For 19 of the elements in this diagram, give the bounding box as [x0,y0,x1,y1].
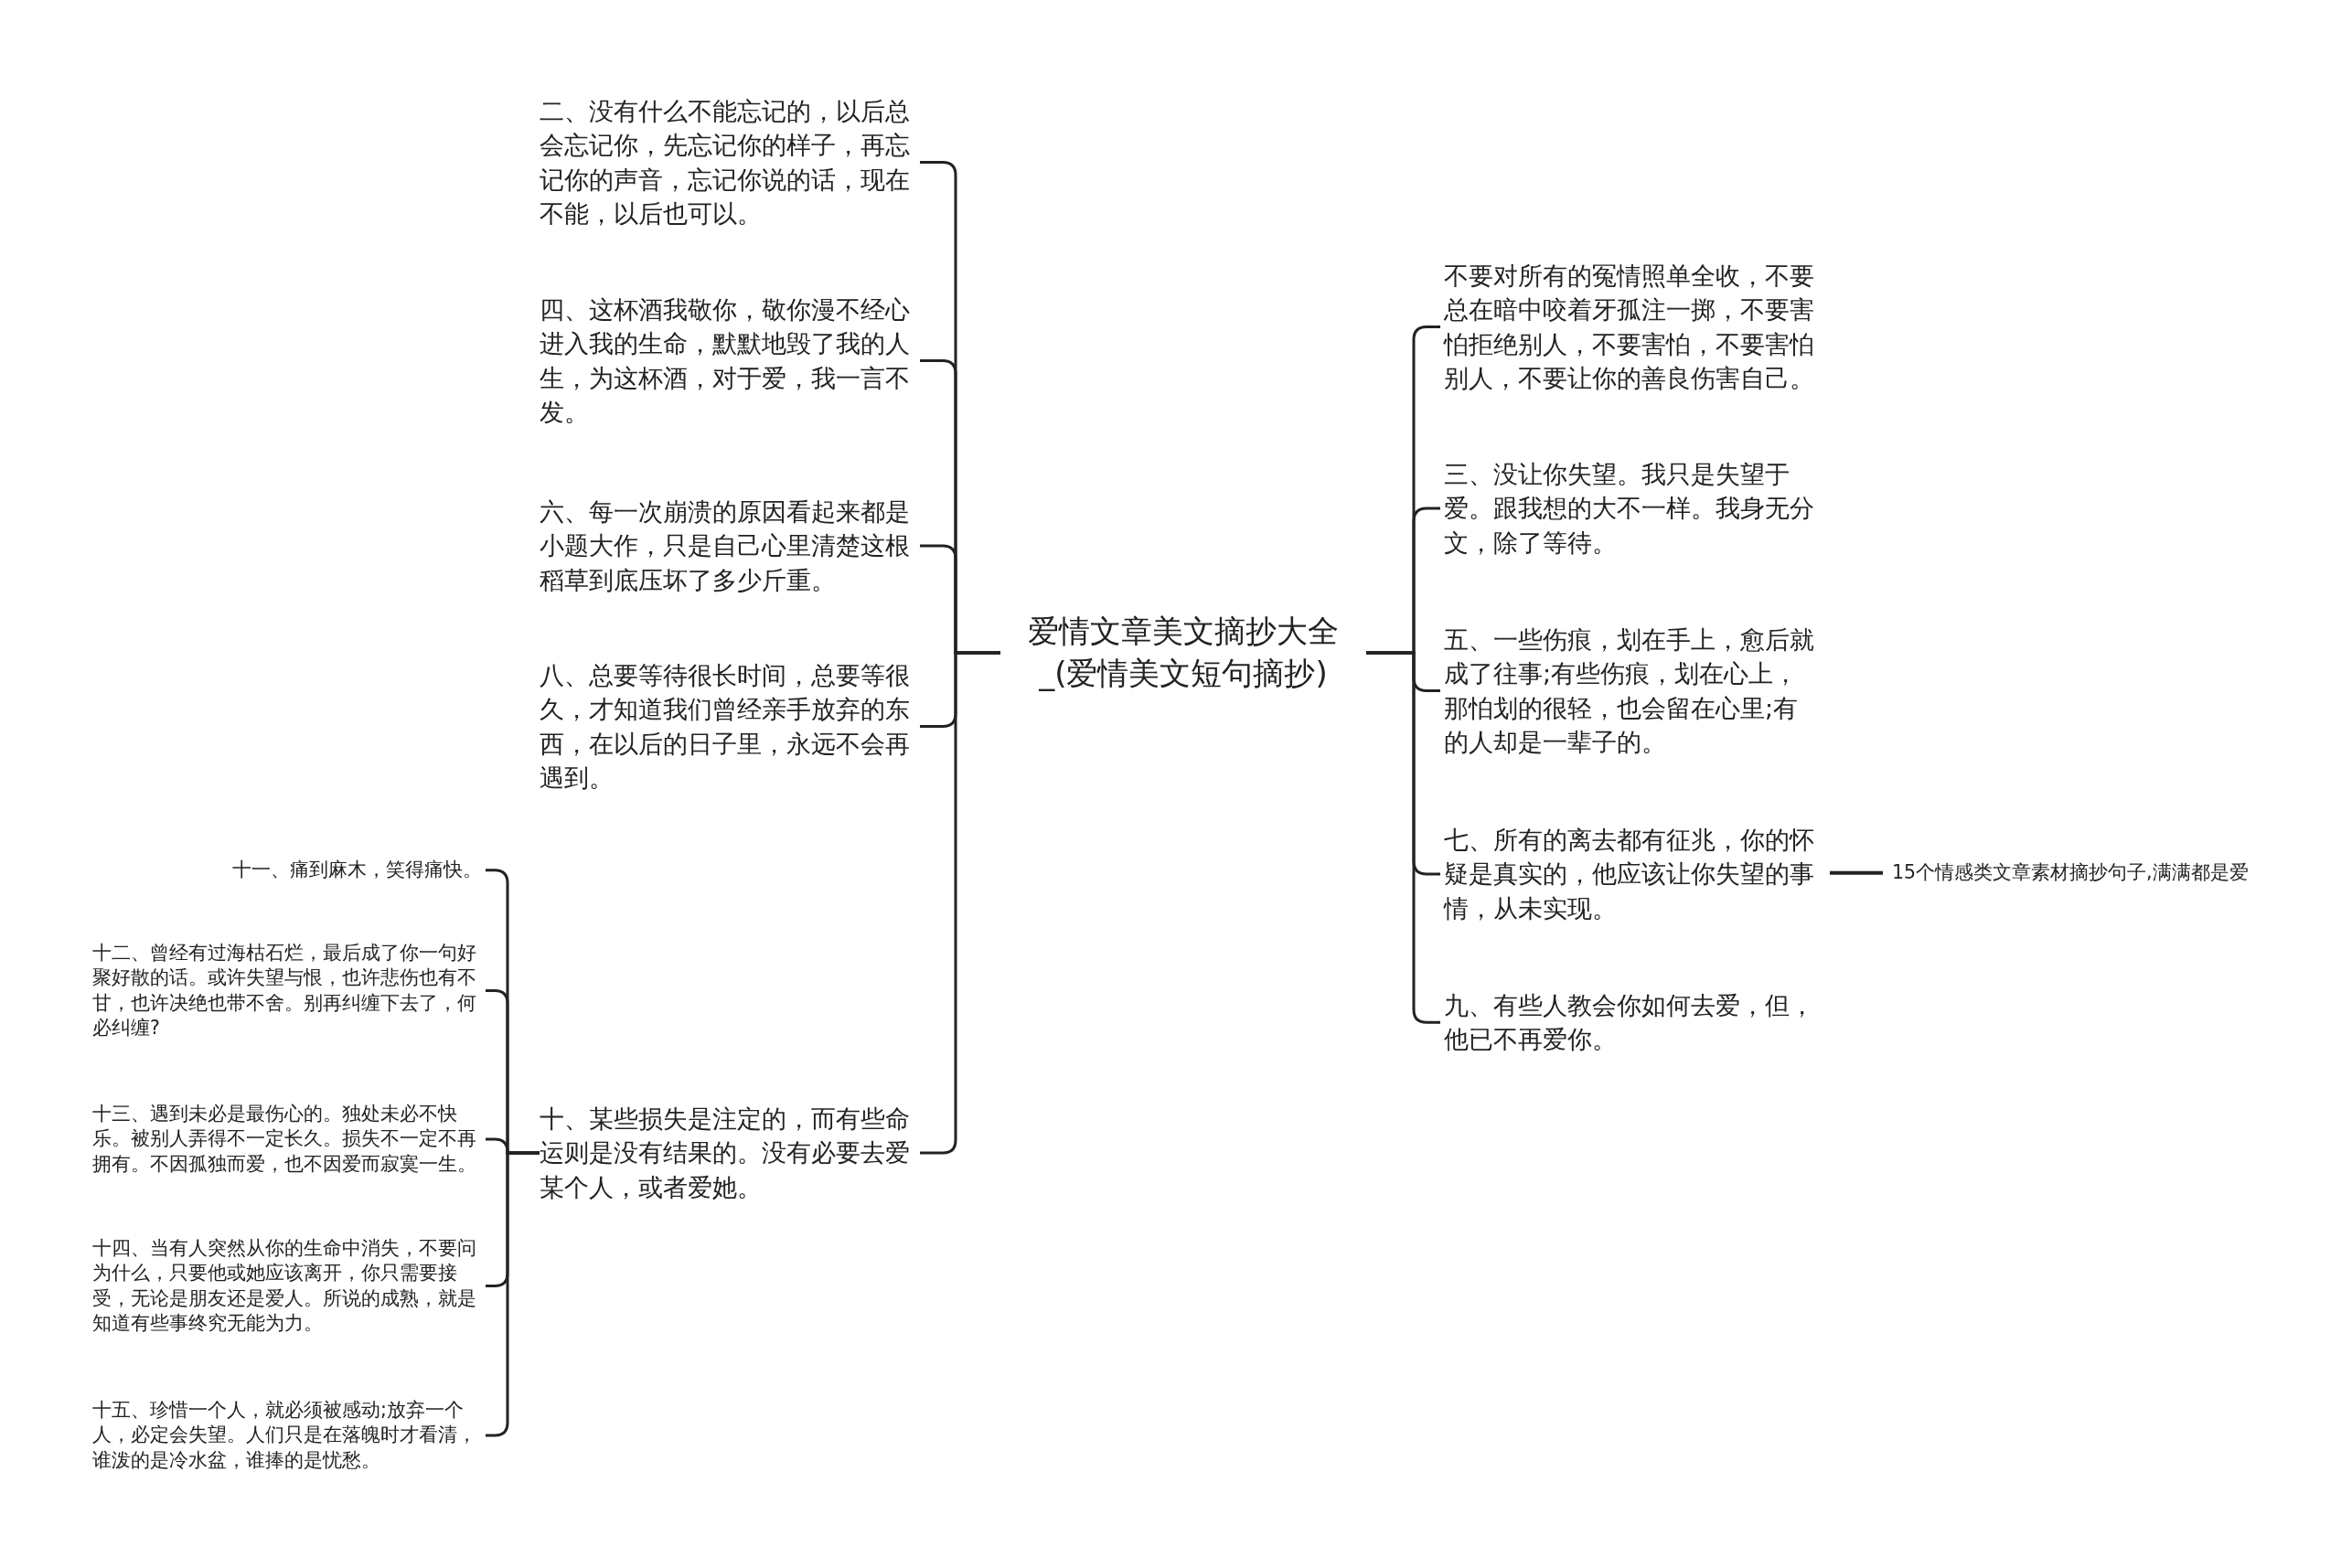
leaf-text: 十三、遇到未必是最伤心的。独处未必不快乐。被别人弄得不一定长久。损失不一定不再拥有。不因孤独而爱，也不因爱而寂寞一生。 [92,1102,482,1177]
branch-text: 五、一些伤痕，划在手上，愈后就成了往事;有些伤痕，划在心上，那怕划的很轻，也会留在心里;有的人却是一辈子的。 [1444,623,1821,759]
branch-text: 十、某些损失是注定的，而有些命运则是没有结果的。没有必要去爱某个人，或者爱她。 [540,1102,916,1204]
branch-text: 九、有些人教会你如何去爱，但，他已不再爱你。 [1444,988,1821,1057]
leaf-text: 十一、痛到麻木，笑得痛快。 [92,858,482,883]
branch-text: 二、没有什么不能忘记的，以后总会忘记你，先忘记你的样子，再忘记你的声音，忘记你说的话，现在不能，以后也可以。 [540,94,916,230]
leaf-text: 十二、曾经有过海枯石烂，最后成了你一句好聚好散的话。或许失望与恨，也许悲伤也有不甘，也许决绝也带不舍。别再纠缠下去了，何必纠缠? [92,941,482,1040]
branch-text: 七、所有的离去都有征兆，你的怀疑是真实的，他应该让你失望的事情，从未实现。 [1444,823,1821,925]
branch-text: 三、没让你失望。我只是失望于爱。跟我想的大不一样。我身无分文，除了等待。 [1444,457,1821,560]
leaf-text: 十五、珍惜一个人，就必须被感动;放弃一个人，必定会失望。人们只是在落魄时才看清，谁泼的是冷水盆，谁捧的是忧愁。 [92,1398,482,1473]
branch-text: 不要对所有的冤情照单全收，不要总在暗中咬着牙孤注一掷，不要害怕拒绝别人，不要害怕，不要害怕别人，不要让你的善良伤害自己。 [1444,259,1821,395]
topic-text: 爱情文章美文摘抄大全_(爱情美文短句摘抄) [1000,611,1366,695]
connector-line [1830,870,1883,875]
leaf-text: 十四、当有人突然从你的生命中消失，不要问为什么，只要他或她应该离开，你只需要接受，无论是朋友还是爱人。所说的成熟，就是知道有些事终究无能为力。 [92,1236,482,1336]
leaf-text: 15个情感类文章素材摘抄句子,满满都是爱 [1892,860,2276,886]
connector-line [920,651,1000,1155]
branch-text: 六、每一次崩溃的原因看起来都是小题大作，只是自己心里清楚这根稻草到底压坏了多少斤重。 [540,495,916,597]
branch-text: 四、这杯酒我敬你，敬你漫不经心进入我的生命，默默地毁了我的人生，为这杯酒，对于爱，我一言不发。 [540,293,916,429]
branch-text: 八、总要等待很长时间，总要等很久，才知道我们曾经亲手放弃的东西，在以后的日子里，永远不会再遇到。 [540,658,916,795]
